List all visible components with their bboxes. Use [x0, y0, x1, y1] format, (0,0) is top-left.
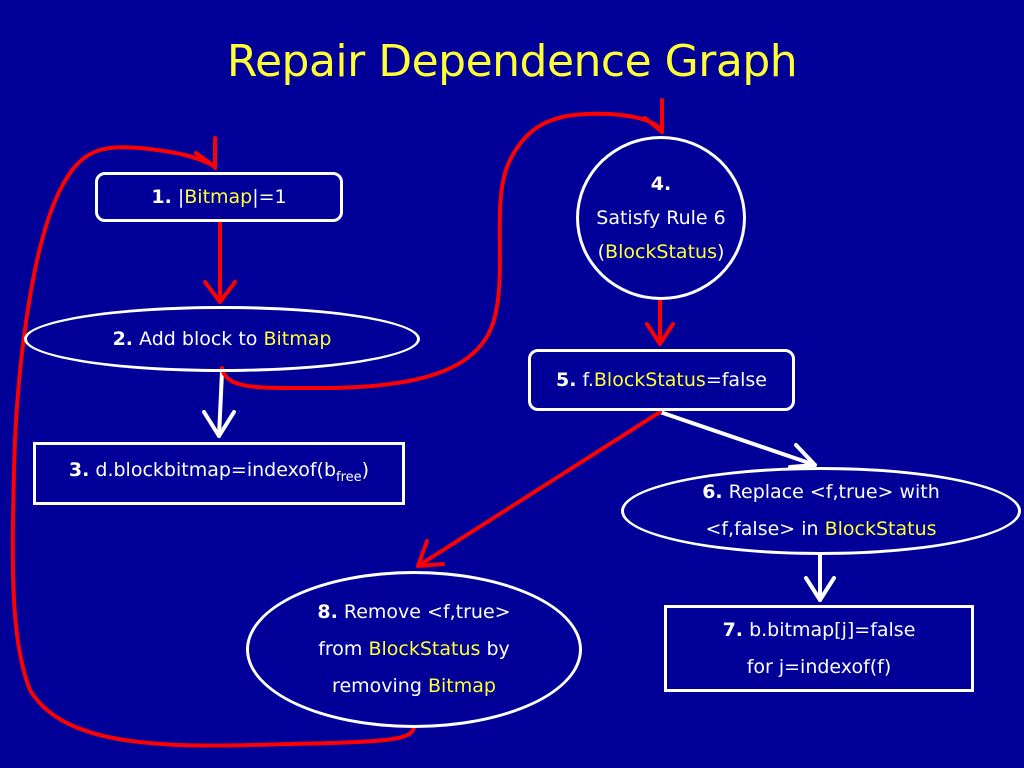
node-1-number: 1.: [151, 185, 172, 208]
node-7[interactable]: 7. b.bitmap[j]=false for j=indexof(f): [664, 605, 974, 692]
node-5-text-a: f.: [576, 368, 594, 391]
node-4-blockstatus: BlockStatus: [605, 241, 717, 263]
node-8-blockstatus: BlockStatus: [368, 638, 481, 660]
edge-2-to-3: [202, 370, 236, 438]
node-3-subscript: free: [336, 469, 362, 485]
node-1-bitmap: Bitmap: [184, 185, 253, 208]
node-4-number: 4.: [650, 173, 672, 195]
node-2-text: Add block to: [133, 327, 264, 350]
edge-5-to-8: [416, 410, 662, 568]
node-4[interactable]: 4. Satisfy Rule 6 (BlockStatus): [576, 136, 746, 300]
node-8-line3-pre: removing: [332, 675, 428, 697]
node-3-close: ): [361, 458, 370, 481]
node-8-line1: Remove <f,true>: [337, 601, 511, 623]
node-7-number: 7.: [722, 618, 744, 641]
node-8-line2-pre: from: [318, 638, 369, 660]
node-6[interactable]: 6. Replace <f,true> with <f,false> in Bl…: [621, 467, 1021, 555]
node-7-line1: b.bitmap[j]=false: [743, 618, 916, 641]
node-8-bitmap: Bitmap: [427, 675, 496, 697]
node-6-line1: Replace <f,true> with: [722, 481, 940, 503]
edge-6-to-7: [804, 552, 836, 602]
node-8-line2-post: by: [480, 638, 510, 660]
slide-title: Repair Dependence Graph: [226, 36, 798, 87]
node-1-text-b: |=1: [252, 185, 287, 208]
node-6-blockstatus: BlockStatus: [824, 518, 937, 540]
node-2-bitmap: Bitmap: [263, 327, 332, 350]
node-4-line2: Satisfy Rule 6: [596, 207, 726, 229]
node-4-paren-open: (: [597, 241, 606, 263]
edge-1-to-2: [203, 220, 237, 304]
node-3-number: 3.: [68, 458, 90, 481]
node-2-number: 2.: [112, 327, 134, 350]
node-1-text-a: |: [171, 185, 185, 208]
edge-4-to-5: [645, 298, 675, 346]
node-3[interactable]: 3. d.blockbitmap=indexof(bfree): [33, 442, 405, 505]
node-6-line2-text: <f,false> in: [705, 518, 825, 540]
edge-8-to-1: [10, 136, 416, 748]
node-5[interactable]: 5. f.BlockStatus=false: [528, 349, 795, 411]
edge-2-to-4: [220, 98, 664, 391]
node-1[interactable]: 1. |Bitmap|=1: [95, 172, 343, 222]
node-4-paren-close: ): [716, 241, 725, 263]
node-6-number: 6.: [702, 481, 723, 503]
node-5-number: 5.: [556, 368, 577, 391]
node-8[interactable]: 8. Remove <f,true> from BlockStatus by r…: [246, 571, 582, 728]
node-7-line2: for j=indexof(f): [746, 655, 892, 678]
node-5-text-b: =false: [705, 368, 767, 391]
edge-5-to-6: [658, 410, 817, 469]
node-2[interactable]: 2. Add block to Bitmap: [24, 306, 420, 372]
node-5-blockstatus: BlockStatus: [593, 368, 706, 391]
node-8-number: 8.: [317, 601, 338, 623]
node-3-text: d.blockbitmap=indexof(b: [89, 458, 337, 481]
